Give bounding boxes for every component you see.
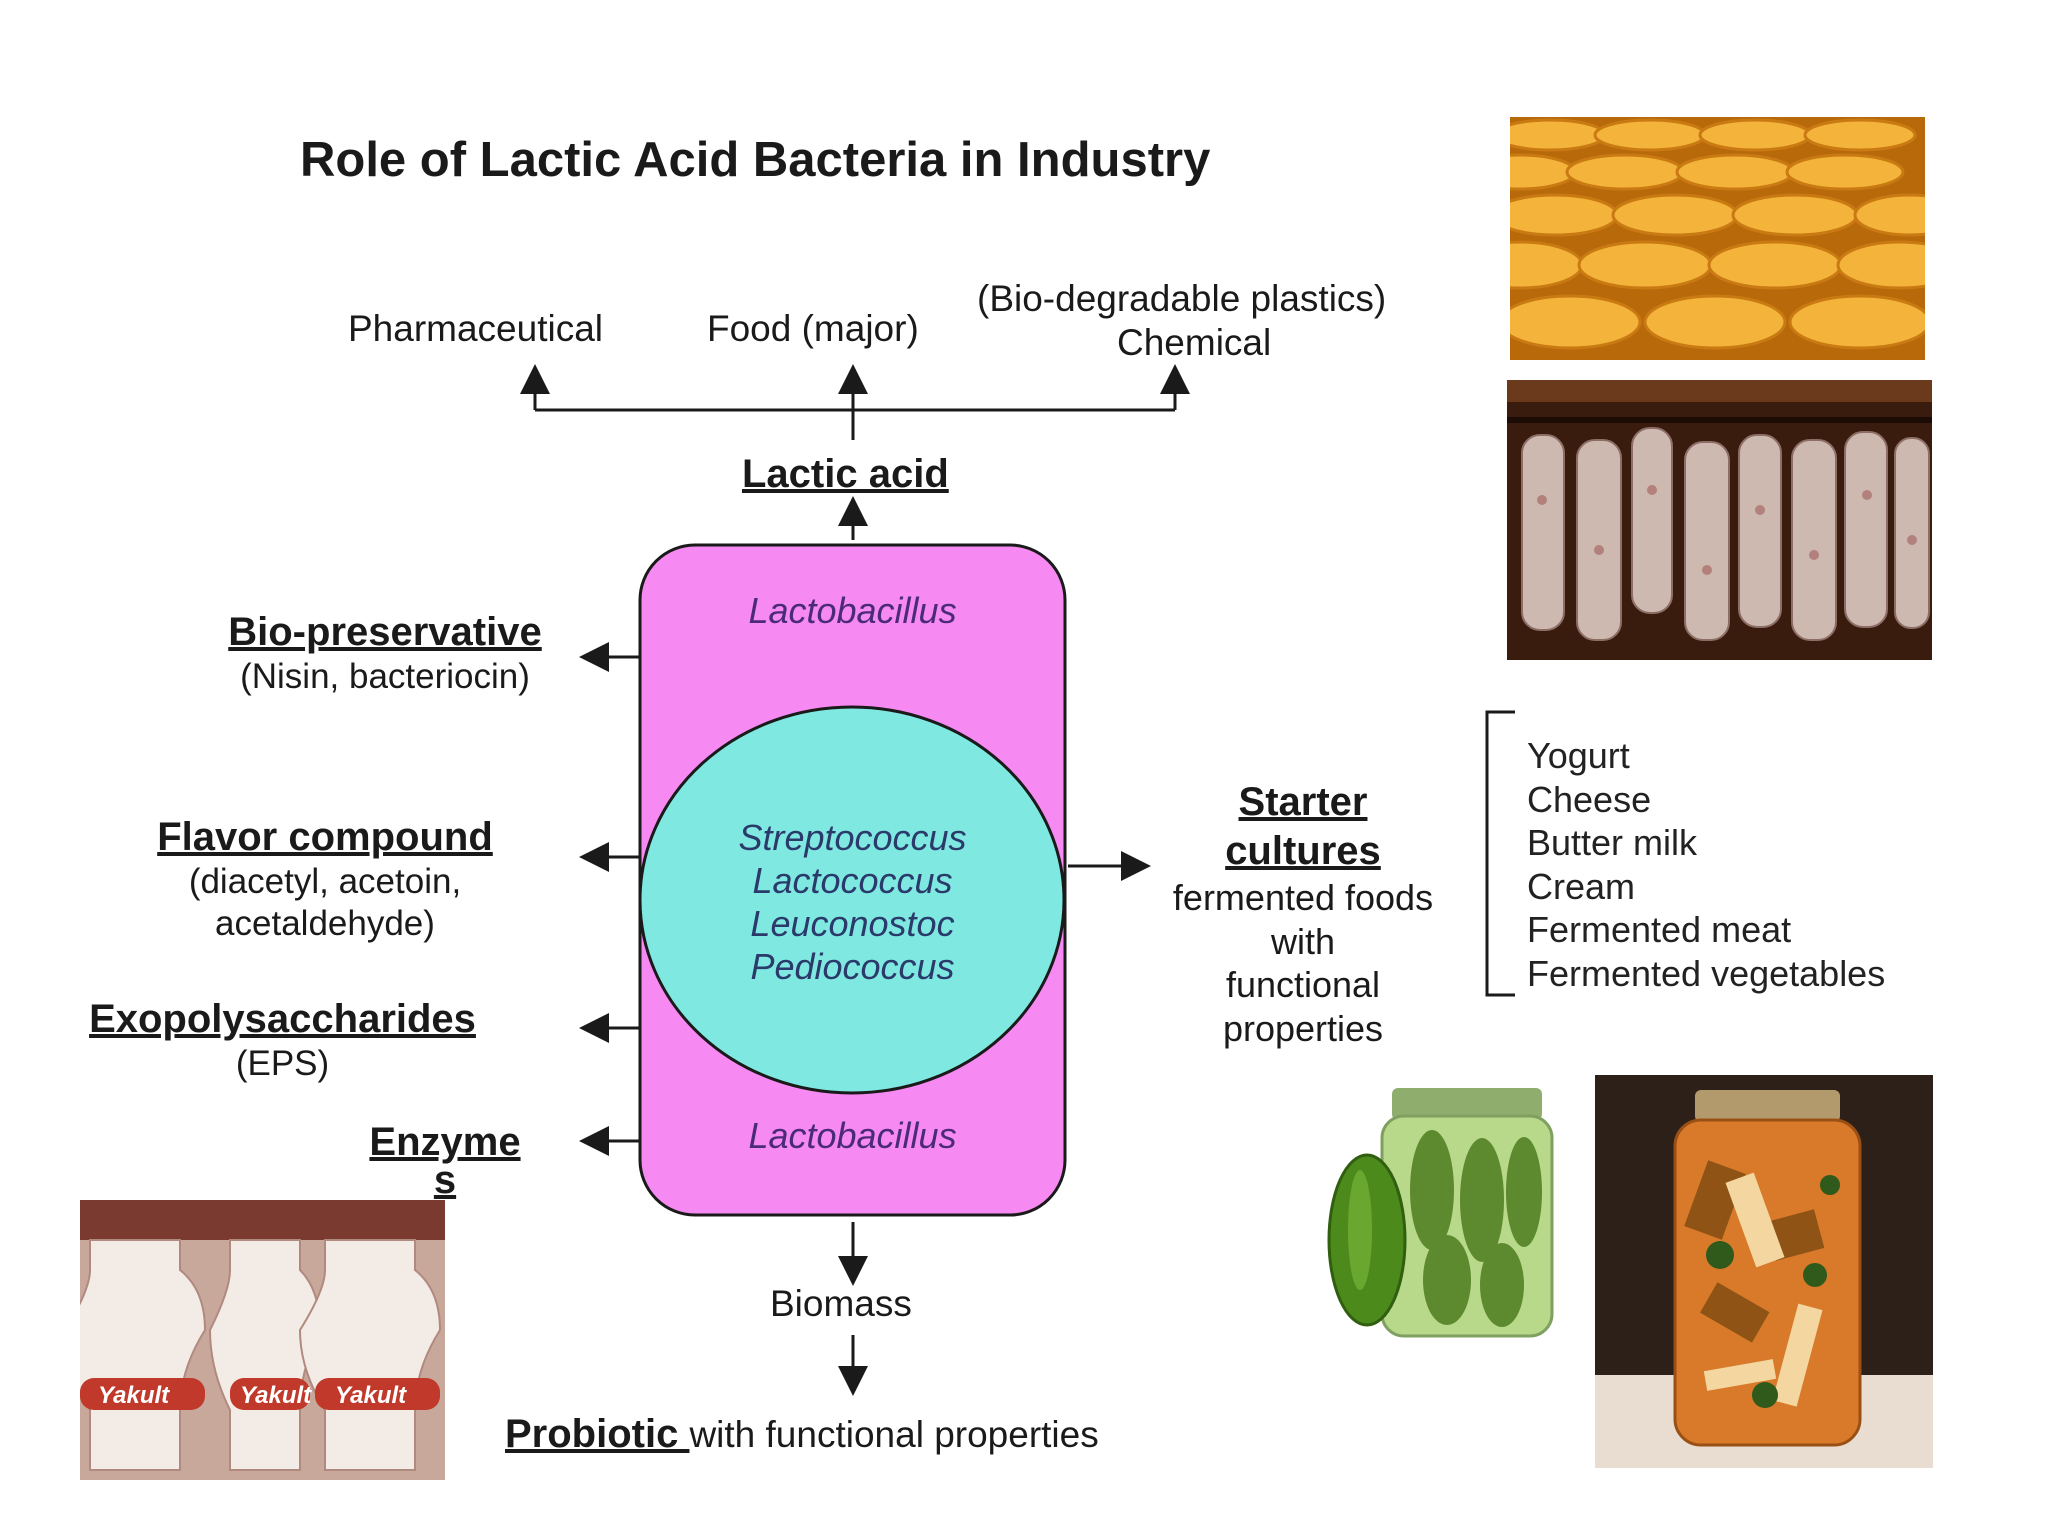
page-title: Role of Lactic Acid Bacteria in Industry: [300, 133, 1211, 187]
yakult-brand-text-2: Yakult: [240, 1382, 312, 1409]
food-item-butter-milk: Butter milk: [1527, 822, 1698, 863]
yakult-brand-text-3: Yakult: [335, 1382, 407, 1409]
food-list: Yogurt Cheese Butter milk Cream Fermente…: [1527, 734, 1885, 995]
starter-block: Starter cultures fermented foods with fu…: [1148, 778, 1458, 1051]
cheese-wheels-graphic: [1510, 117, 1925, 360]
genus-top-label: Lactobacillus: [748, 590, 957, 631]
flavor-head: Flavor compound: [157, 815, 493, 859]
genus-streptococcus: Streptococcus: [738, 817, 967, 858]
yakult-brand-text-1: Yakult: [98, 1382, 170, 1409]
genus-pediococcus: Pediococcus: [750, 946, 955, 987]
food-item-fermented-vegetables: Fermented vegetables: [1527, 952, 1886, 994]
starter-head-2: cultures: [1225, 828, 1381, 873]
starter-head-1: Starter: [1238, 780, 1368, 824]
enzymes-head-2: s: [433, 1158, 457, 1202]
pickles-jar-photo: [1312, 1080, 1582, 1345]
enzymes-block: Enzyme s: [340, 1122, 550, 1200]
starter-desc-3: functional: [1225, 964, 1381, 1006]
flavor-sub-1: (diacetyl, acetoin,: [188, 862, 462, 901]
food-item-yogurt: Yogurt: [1527, 735, 1630, 776]
probiotic-rest: with functional properties: [689, 1414, 1099, 1455]
biomass-label: Biomass: [770, 1283, 912, 1324]
food-item-cheese: Cheese: [1527, 778, 1652, 820]
chemical-note-label: (Bio-degradable plastics): [977, 278, 1387, 319]
biopreservative-sub: (Nisin, bacteriocin): [240, 657, 530, 696]
salami-graphic: [1507, 380, 1932, 660]
cheese-wheels-photo: [1510, 117, 1925, 360]
genus-lactococcus: Lactococcus: [752, 860, 953, 901]
pickles-graphic: [1312, 1080, 1582, 1345]
kimchi-graphic: [1595, 1075, 1933, 1468]
biopreservative-head: Bio-preservative: [228, 610, 542, 654]
fermented-vegetables-jar-photo: [1595, 1075, 1933, 1468]
flavor-sub-2: acetaldehyde): [215, 904, 435, 943]
circle-genera: Streptococcus Lactococcus Leuconostoc Pe…: [640, 816, 1065, 988]
genus-bottom-label: Lactobacillus: [748, 1115, 957, 1156]
probiotic-line: Probiotic with functional properties: [505, 1412, 1099, 1457]
starter-desc-4: properties: [1222, 1008, 1384, 1050]
eps-head: Exopolysaccharides: [89, 997, 476, 1041]
lactic-acid-label: Lactic acid: [742, 452, 949, 496]
genus-leuconostoc: Leuconostoc: [750, 903, 955, 944]
flavor-block: Flavor compound (diacetyl, acetoin, acet…: [110, 813, 540, 945]
food-list-bracket: [1485, 710, 1515, 997]
hanging-salami-photo: [1507, 380, 1932, 660]
starter-desc-1: fermented foods: [1172, 876, 1434, 918]
enzymes-head-1: Enzyme: [369, 1120, 521, 1164]
eps-block: Exopolysaccharides (EPS): [55, 995, 510, 1085]
yakult-bottles-photo: Yakult Yakult Yakult: [80, 1200, 445, 1480]
eps-sub: (EPS): [235, 1044, 330, 1083]
starter-desc-2: with: [1270, 920, 1336, 962]
pharmaceutical-label: Pharmaceutical: [348, 308, 604, 349]
yakult-graphic: Yakult Yakult Yakult: [80, 1200, 445, 1480]
biopreservative-block: Bio-preservative (Nisin, bacteriocin): [190, 608, 580, 698]
food-item-fermented-meat: Fermented meat: [1527, 909, 1792, 950]
chemical-label: Chemical: [1117, 322, 1272, 363]
probiotic-head: Probiotic: [505, 1412, 690, 1456]
food-item-cream: Cream: [1527, 865, 1636, 907]
lab-genera-circle: [638, 705, 1066, 1095]
food-label: Food (major): [707, 308, 919, 349]
